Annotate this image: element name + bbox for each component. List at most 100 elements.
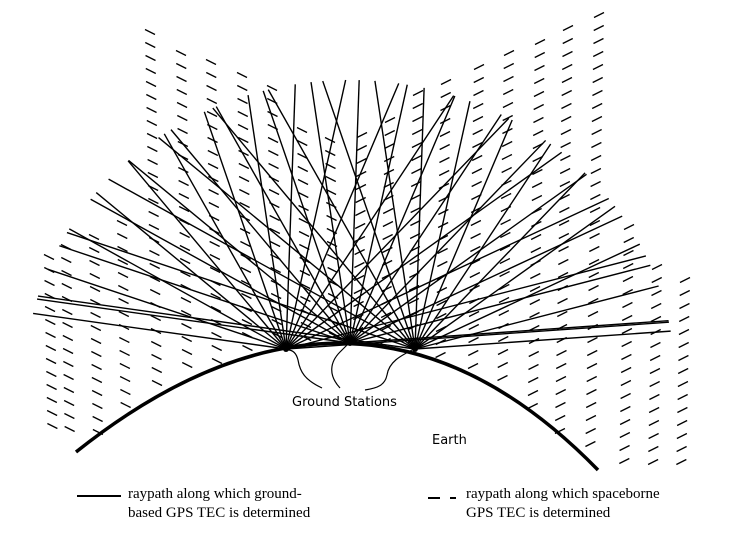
spaceborne-dash — [207, 136, 218, 144]
ground-raypath — [59, 245, 351, 344]
spaceborne-dash — [471, 154, 483, 162]
spaceborne-dash — [593, 37, 604, 45]
spaceborne-dash — [562, 50, 573, 58]
spaceborne-dash — [89, 259, 100, 267]
spaceborne-dash — [590, 167, 602, 175]
spaceborne-dash — [471, 167, 483, 175]
spaceborne-dash — [473, 89, 484, 97]
spaceborne-dash — [591, 128, 602, 136]
spaceborne-dash — [470, 232, 481, 240]
spaceborne-dash — [590, 193, 601, 201]
spaceborne-dash — [677, 393, 688, 401]
ground-raypath — [414, 243, 641, 350]
spaceborne-dash — [560, 115, 572, 123]
spaceborne-dash — [620, 379, 632, 387]
spaceborne-dash — [620, 366, 632, 374]
ground-based-raypaths — [32, 79, 671, 350]
spaceborne-dash — [585, 427, 596, 435]
spaceborne-dash — [561, 102, 572, 110]
spaceborne-dash — [176, 88, 188, 96]
ground-raypath — [349, 173, 587, 344]
spaceborne-dash — [151, 353, 162, 361]
spaceborne-dash — [144, 41, 156, 49]
spaceborne-dash — [648, 406, 660, 414]
spaceborne-dash — [145, 54, 156, 62]
spaceborne-dash — [472, 128, 483, 136]
spaceborne-dash — [151, 366, 163, 374]
spaceborne-dash — [498, 296, 510, 304]
spaceborne-dash — [437, 260, 448, 268]
spaceborne-dash — [206, 97, 218, 105]
ground-raypath — [349, 80, 360, 344]
spaceborne-dash — [181, 348, 193, 356]
spaceborne-dash — [439, 117, 451, 125]
spaceborne-dash — [621, 327, 633, 335]
spaceborne-dash — [649, 354, 661, 362]
pointer-station-1 — [287, 349, 323, 389]
spaceborne-dash — [676, 432, 688, 440]
spaceborne-dash — [591, 102, 603, 110]
spaceborne-dash — [619, 418, 631, 426]
spaceborne-dash — [533, 90, 545, 98]
spaceborne-dash — [435, 351, 446, 359]
spaceborne-dash — [499, 257, 511, 265]
spaceborne-dash — [270, 292, 282, 300]
spaceborne-dash — [46, 409, 58, 417]
spaceborne-dash — [327, 266, 338, 274]
spaceborne-dash — [586, 349, 598, 357]
spaceborne-dash — [410, 219, 421, 227]
spaceborne-dash — [592, 63, 604, 71]
spaceborne-dash — [589, 219, 601, 227]
spaceborne-dash — [650, 341, 661, 349]
spaceborne-dash — [327, 253, 338, 261]
spaceborne-dash — [45, 318, 56, 326]
spaceborne-dash — [678, 328, 690, 336]
spaceborne-dash — [558, 245, 569, 253]
spaceborne-dash — [268, 149, 279, 157]
spaceborne-dash — [622, 275, 634, 283]
spaceborne-dash — [467, 362, 479, 370]
ground-raypath — [108, 178, 416, 350]
spaceborne-dash — [117, 271, 129, 279]
spaceborne-dash — [236, 71, 248, 79]
spaceborne-dash — [529, 311, 540, 319]
ground-raypath — [414, 172, 586, 350]
spaceborne-dash — [590, 154, 602, 162]
spaceborne-dash — [89, 285, 101, 293]
spaceborne-dash — [356, 157, 367, 165]
spaceborne-dash — [533, 116, 544, 124]
spaceborne-dash — [45, 344, 57, 352]
spaceborne-dash — [47, 422, 58, 430]
spaceborne-dash — [473, 63, 485, 71]
ground-raypath — [349, 114, 502, 344]
spaceborne-dash — [679, 302, 690, 310]
spaceborne-dash — [181, 335, 193, 343]
spaceborne-dash — [44, 279, 55, 287]
spaceborne-dash — [176, 101, 188, 109]
spaceborne-dash — [382, 207, 394, 215]
spaceborne-dash — [146, 132, 158, 140]
spaceborne-dash — [91, 376, 103, 384]
spaceborne-dash — [354, 235, 366, 243]
spaceborne-dash — [62, 321, 73, 329]
spaceborne-dash — [120, 401, 131, 409]
spaceborne-dash — [63, 373, 74, 381]
spaceborne-dash — [149, 288, 161, 296]
spaceborne-dash — [178, 205, 190, 213]
spaceborne-dash — [473, 76, 485, 84]
spaceborne-dash — [593, 24, 605, 32]
spaceborne-dash — [266, 84, 278, 92]
ground-raypath — [36, 298, 351, 344]
spaceborne-dash — [150, 314, 162, 322]
spaceborne-dash — [145, 80, 157, 88]
pointer-station-3 — [364, 348, 415, 391]
spaceborne-dash — [530, 233, 542, 241]
spaceborne-dash — [146, 106, 157, 114]
spaceborne-dash — [178, 179, 189, 187]
spaceborne-dash — [211, 357, 223, 365]
spaceborne-dash — [436, 312, 447, 320]
spaceborne-dash — [180, 309, 192, 317]
spaceborne-dash — [176, 75, 187, 83]
spaceborne-dash — [589, 232, 600, 240]
spaceborne-dash — [532, 168, 543, 176]
